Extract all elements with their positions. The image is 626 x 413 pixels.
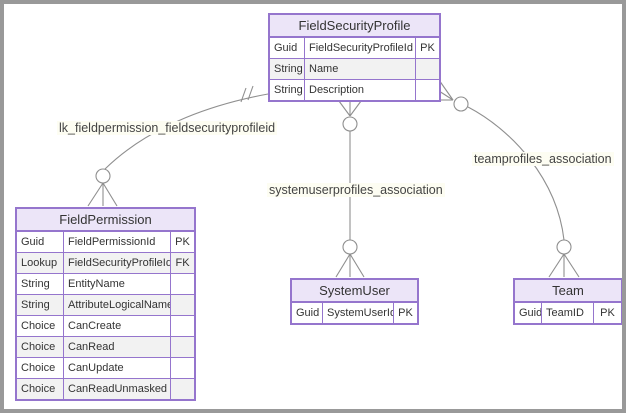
relationship-label-systemuserprofiles: systemuserprofiles_association xyxy=(267,183,445,197)
cell-attribute: TeamID xyxy=(541,303,593,323)
relationship-label-teamprofiles: teamprofiles_association xyxy=(472,152,614,166)
cell-type: Choice xyxy=(21,383,56,395)
relationship-line-teamprofiles-association xyxy=(438,79,580,278)
cell-key xyxy=(170,337,194,357)
cell-key xyxy=(170,379,194,399)
cell-type: String xyxy=(274,63,303,75)
cell-attribute: FieldSecurityProfileId xyxy=(63,253,170,273)
cell-key xyxy=(415,80,439,100)
entity-title: FieldPermission xyxy=(17,209,194,231)
cell-type: Guid xyxy=(519,307,541,319)
cell-attribute: EntityName xyxy=(63,274,170,294)
cell-key xyxy=(170,358,194,378)
attribute-row[interactable]: Choice CanReadUnmasked xyxy=(17,378,194,399)
cell-attribute: FieldPermissionId xyxy=(63,232,170,252)
entity-title: FieldSecurityProfile xyxy=(270,15,439,37)
attribute-row[interactable]: Choice CanCreate xyxy=(17,315,194,336)
cell-key xyxy=(170,316,194,336)
cell-attribute: CanRead xyxy=(63,337,170,357)
zero-or-many-marker xyxy=(87,168,118,207)
cell-key: FK xyxy=(170,253,194,273)
cell-key xyxy=(415,59,439,79)
cell-key: PK xyxy=(170,232,194,252)
cell-type: String xyxy=(21,278,50,290)
zero-or-many-marker xyxy=(335,239,365,278)
relationship-label-lk-fieldpermission: lk_fieldpermission_fieldsecurityprofilei… xyxy=(57,121,278,135)
cell-attribute: CanCreate xyxy=(63,316,170,336)
cell-key xyxy=(170,274,194,294)
cell-type: String xyxy=(274,84,303,96)
attribute-row[interactable]: Choice CanUpdate xyxy=(17,357,194,378)
cell-key: PK xyxy=(393,303,417,323)
cell-type: Choice xyxy=(21,320,56,332)
cell-key: PK xyxy=(593,303,621,323)
cell-type: Guid xyxy=(21,236,45,248)
cell-type: Choice xyxy=(21,362,56,374)
cell-attribute: CanReadUnmasked xyxy=(63,379,170,399)
cell-attribute: FieldSecurityProfileId xyxy=(304,38,415,58)
relationship-line-lk-fieldpermission-fieldsecurityprofileid xyxy=(87,85,269,207)
cell-type: Choice xyxy=(21,341,56,353)
attribute-row[interactable]: Choice CanRead xyxy=(17,336,194,357)
cell-key xyxy=(170,295,194,315)
zero-or-many-marker xyxy=(335,96,365,132)
attribute-row[interactable]: String AttributeLogicalName xyxy=(17,294,194,315)
cell-type: Guid xyxy=(274,42,298,54)
one-cardinality-marker xyxy=(240,85,254,103)
cell-attribute: CanUpdate xyxy=(63,358,170,378)
cell-type: String xyxy=(21,299,50,311)
cell-attribute: SystemUserId xyxy=(322,303,393,323)
cell-type: Lookup xyxy=(21,257,58,269)
attribute-row[interactable]: String EntityName xyxy=(17,273,194,294)
zero-or-many-marker xyxy=(548,239,580,278)
cell-key: PK xyxy=(415,38,439,58)
zero-or-many-marker xyxy=(438,79,469,112)
cell-attribute: Name xyxy=(304,59,415,79)
cell-attribute: Description xyxy=(304,80,415,100)
entity-title: Team xyxy=(515,280,621,302)
cell-attribute: AttributeLogicalName xyxy=(63,295,170,315)
entity-title: SystemUser xyxy=(292,280,417,302)
cell-type: Guid xyxy=(296,307,320,319)
